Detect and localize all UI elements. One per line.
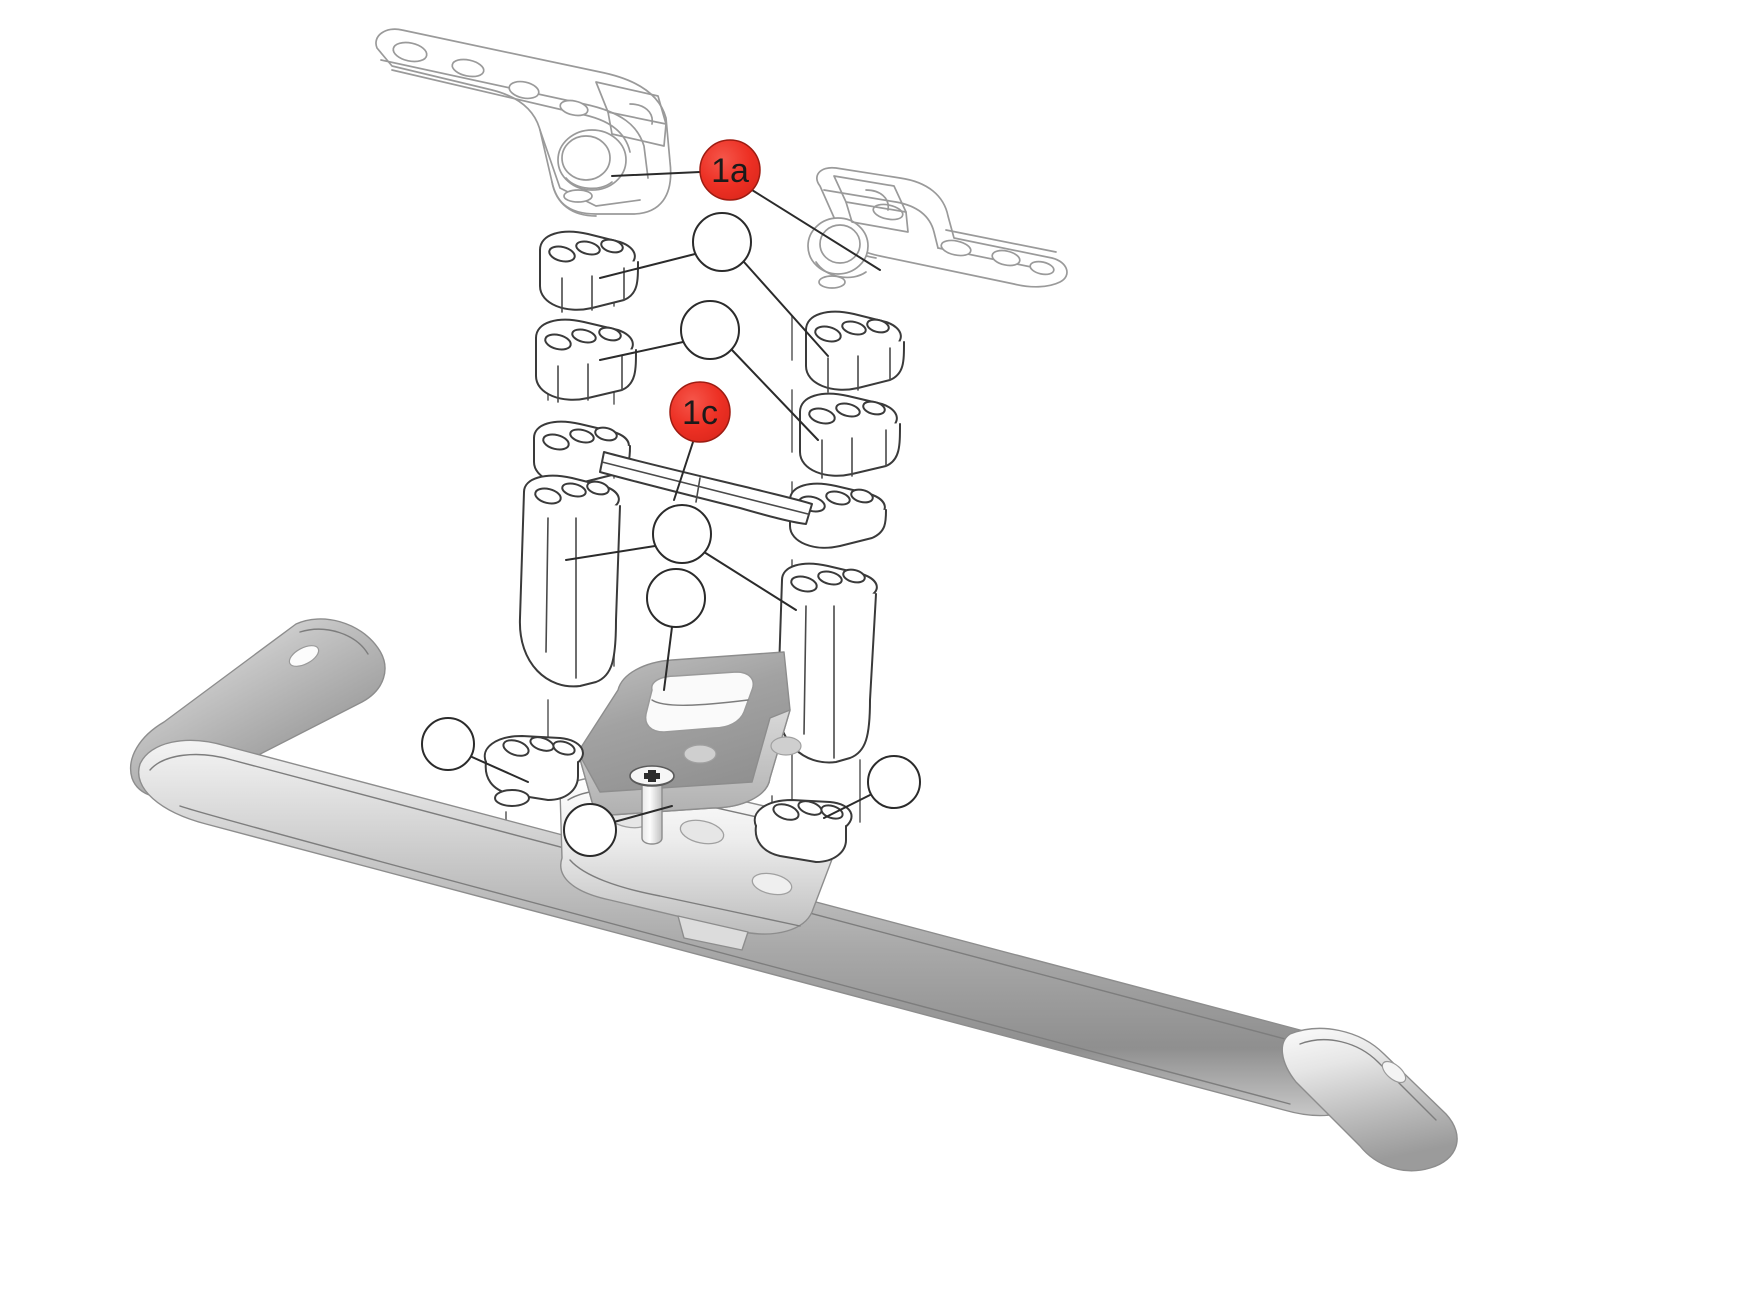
clamp-plate-left	[483, 735, 584, 807]
clamp-plate-right	[753, 799, 853, 863]
handlebar-left-hole	[288, 645, 320, 667]
callout-bubble-left-clamp[interactable]	[421, 717, 475, 771]
riser-spacer-block-right	[799, 310, 905, 479]
base-hole-center	[679, 819, 725, 845]
callout-bubble-right-clamp[interactable]	[867, 755, 921, 809]
callout-1a-circle[interactable]	[699, 139, 761, 201]
plate-boss-center	[683, 744, 717, 764]
plate-center-slot	[644, 671, 754, 733]
callout-bubble-top[interactable]	[692, 212, 752, 272]
empty-callout-bubbles	[421, 212, 921, 857]
tall-riser-post	[518, 474, 878, 764]
callout-1c-label: 1c	[682, 394, 718, 432]
callout-1c-circle[interactable]	[669, 381, 731, 443]
handlebar-right-hole	[1381, 1060, 1407, 1084]
stem-bracket-right	[807, 166, 1068, 289]
callout-1a[interactable]: 1a	[699, 139, 761, 201]
callout-bubble-lower-left[interactable]	[563, 803, 617, 857]
callout-1c[interactable]: 1c	[669, 381, 731, 443]
callout-bubble-third[interactable]	[652, 504, 712, 564]
callout-bubble-second[interactable]	[680, 300, 740, 360]
cross-brace-bar	[533, 420, 887, 549]
callout-bubble-fourth[interactable]	[646, 568, 706, 628]
stem-bracket-left	[375, 28, 672, 217]
callout-1a-label: 1a	[711, 152, 749, 190]
riser-spacer-block-left	[535, 230, 639, 403]
torx-flat-head-screw	[629, 765, 675, 845]
callout-leader-lines	[471, 171, 881, 823]
screw-drive-icon	[644, 770, 660, 782]
plate-boss-right	[770, 736, 802, 756]
base-hole-right	[751, 872, 793, 896]
